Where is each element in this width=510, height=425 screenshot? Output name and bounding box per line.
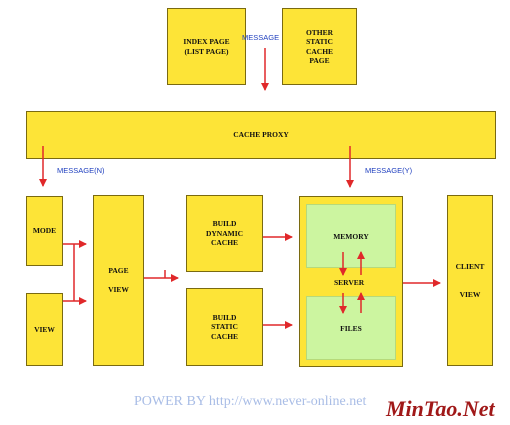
message-y-label: MESSAGE(Y) bbox=[365, 166, 413, 175]
cache-proxy-box: CACHE PROXY bbox=[26, 111, 496, 159]
index-page-box: INDEX PAGE (LIST PAGE) bbox=[167, 8, 246, 85]
message-n-label: MESSAGE(N) bbox=[57, 166, 105, 175]
memory-box: MEMORY bbox=[306, 204, 396, 268]
other-static-cache-page-box: OTHER STATIC CACHE PAGE bbox=[282, 8, 357, 85]
mintao-brand: MinTao.Net bbox=[386, 396, 495, 421]
page-view-box: PAGE VIEW bbox=[93, 195, 144, 366]
build-dynamic-cache-box: BUILD DYNAMIC CACHE bbox=[186, 195, 263, 272]
power-by-footer: POWER BY http://www.never-online.net bbox=[134, 394, 367, 409]
client-view-box: CLIENT VIEW bbox=[447, 195, 493, 366]
build-static-cache-box: BUILD STATIC CACHE bbox=[186, 288, 263, 366]
message-label: MESSAGE bbox=[242, 33, 280, 42]
view-box: VIEW bbox=[26, 293, 63, 366]
mode-box: MODE bbox=[26, 196, 63, 266]
files-box: FILES bbox=[306, 296, 396, 360]
server-label: SERVER bbox=[334, 278, 365, 287]
